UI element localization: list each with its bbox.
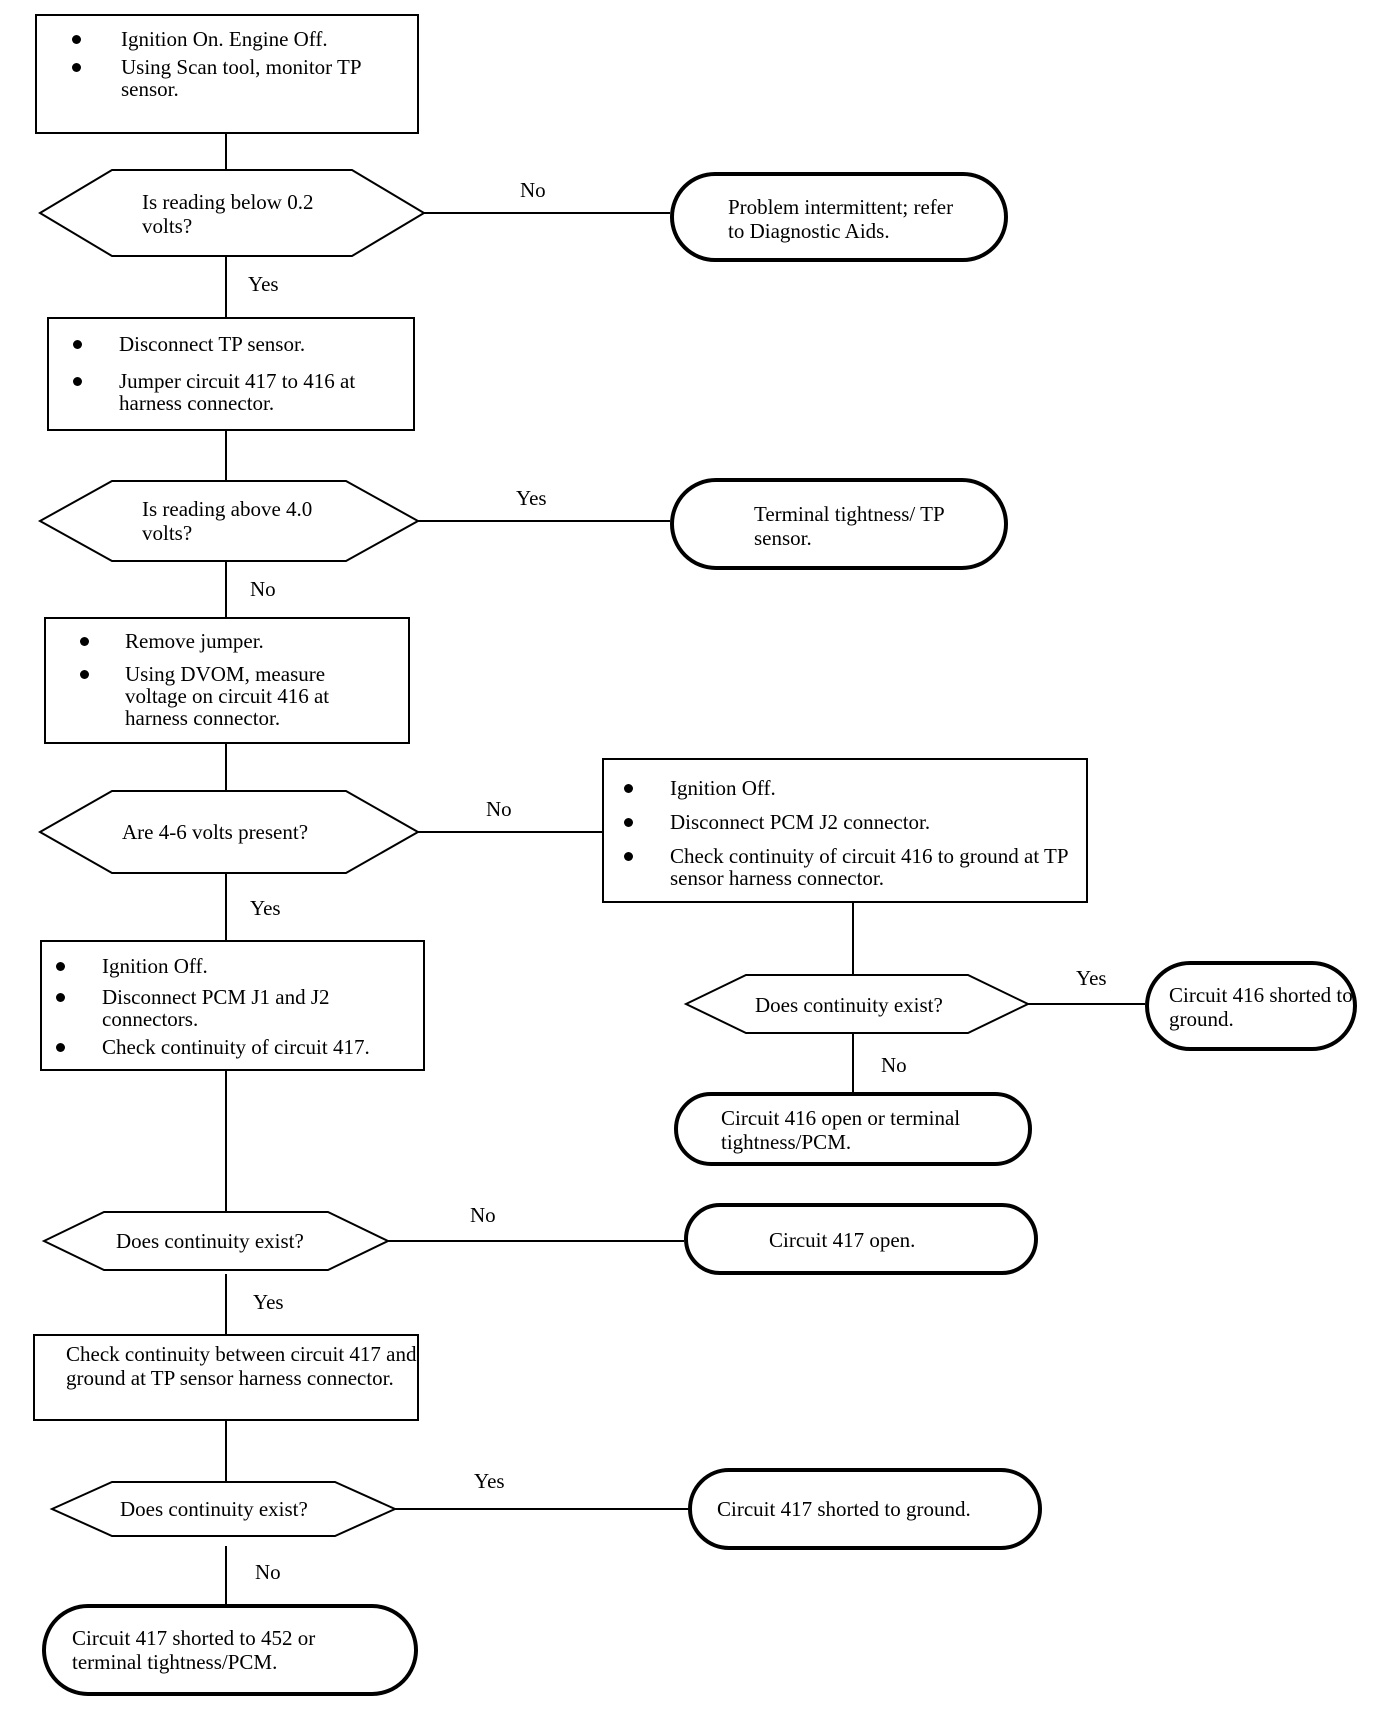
step-item: Using DVOM, measure voltage on circuit 4… (80, 663, 385, 729)
decision-reading-below-0-2: Is reading below 0.2 volts? (142, 190, 314, 238)
terminal-circuit-416-shorted: Circuit 416 shorted to ground. (1145, 961, 1357, 1051)
step-item: Disconnect TP sensor. (73, 333, 409, 355)
step-disconnect-tp-sensor: Disconnect TP sensor. Jumper circuit 417… (47, 317, 415, 431)
bullet-icon (624, 818, 633, 827)
branch-label-yes: Yes (474, 1469, 505, 1493)
decision-diamond (41, 1211, 391, 1271)
branch-label-yes: Yes (248, 272, 279, 296)
step-item: Ignition Off. (56, 955, 402, 977)
decision-diamond (49, 1481, 398, 1537)
step-measure-voltage: Remove jumper. Using DVOM, measure volta… (44, 617, 410, 744)
bullet-icon (80, 670, 89, 679)
terminal-circuit-417-shorted-ground: Circuit 417 shorted to ground. (688, 1468, 1042, 1550)
step-item: Disconnect PCM J2 connector. (624, 811, 1070, 833)
terminal-problem-intermittent: Problem intermittent; refer to Diagnosti… (670, 172, 1008, 262)
decision-diamond (37, 480, 421, 562)
terminal-terminal-tightness-tp-sensor: Terminal tightness/ TP sensor. (670, 478, 1008, 570)
step-item: Check continuity of circuit 417. (56, 1036, 402, 1058)
step-check-circuit-416: Ignition Off. Disconnect PCM J2 connecto… (602, 758, 1088, 903)
step-check-417-to-ground: Check continuity between circuit 417 and… (33, 1334, 419, 1421)
bullet-icon (80, 637, 89, 646)
step-monitor-tp-sensor: Ignition On. Engine Off. Using Scan tool… (35, 14, 419, 134)
branch-label-no: No (520, 178, 546, 202)
branch-label-no: No (255, 1560, 281, 1584)
bullet-icon (72, 63, 81, 72)
branch-label-yes: Yes (250, 896, 281, 920)
branch-label-yes: Yes (253, 1290, 284, 1314)
bullet-icon (72, 35, 81, 44)
bullet-icon (56, 962, 65, 971)
decision-diamond (38, 169, 426, 257)
decision-continuity-416: Does continuity exist? (755, 993, 943, 1017)
decision-continuity-417-ground: Does continuity exist? (120, 1497, 308, 1521)
decision-diamond (683, 974, 1031, 1034)
decision-diamond (37, 790, 421, 874)
bullet-icon (624, 852, 633, 861)
step-item: Using Scan tool, monitor TP sensor. (72, 56, 401, 100)
branch-label-yes: Yes (1076, 966, 1107, 990)
step-item: Ignition On. Engine Off. (72, 28, 411, 50)
step-item: Jumper circuit 417 to 416 at harness con… (73, 370, 409, 414)
branch-label-no: No (470, 1203, 496, 1227)
bullet-icon (624, 784, 633, 793)
bullet-icon (56, 1043, 65, 1052)
branch-label-no: No (250, 577, 276, 601)
terminal-circuit-417-open: Circuit 417 open. (684, 1203, 1038, 1275)
step-item: Check continuity of circuit 416 to groun… (624, 845, 1070, 889)
bullet-icon (56, 993, 65, 1002)
branch-label-yes: Yes (516, 486, 547, 510)
terminal-circuit-416-open: Circuit 416 open or terminal tightness/P… (674, 1092, 1032, 1166)
step-item: Remove jumper. (80, 630, 395, 652)
step-item: Ignition Off. (624, 777, 1070, 799)
step-item: Disconnect PCM J1 and J2 connectors. (56, 986, 372, 1030)
decision-reading-above-4-0: Is reading above 4.0 volts? (142, 497, 313, 545)
bullet-icon (73, 340, 82, 349)
branch-label-no: No (881, 1053, 907, 1077)
decision-continuity-417: Does continuity exist? (116, 1229, 304, 1253)
step-check-circuit-417: Ignition Off. Disconnect PCM J1 and J2 c… (40, 940, 425, 1071)
terminal-circuit-417-shorted-452: Circuit 417 shorted to 452 or terminal t… (42, 1604, 418, 1696)
bullet-icon (73, 377, 82, 386)
branch-label-no: No (486, 797, 512, 821)
decision-4-6-volts-present: Are 4-6 volts present? (122, 820, 309, 844)
